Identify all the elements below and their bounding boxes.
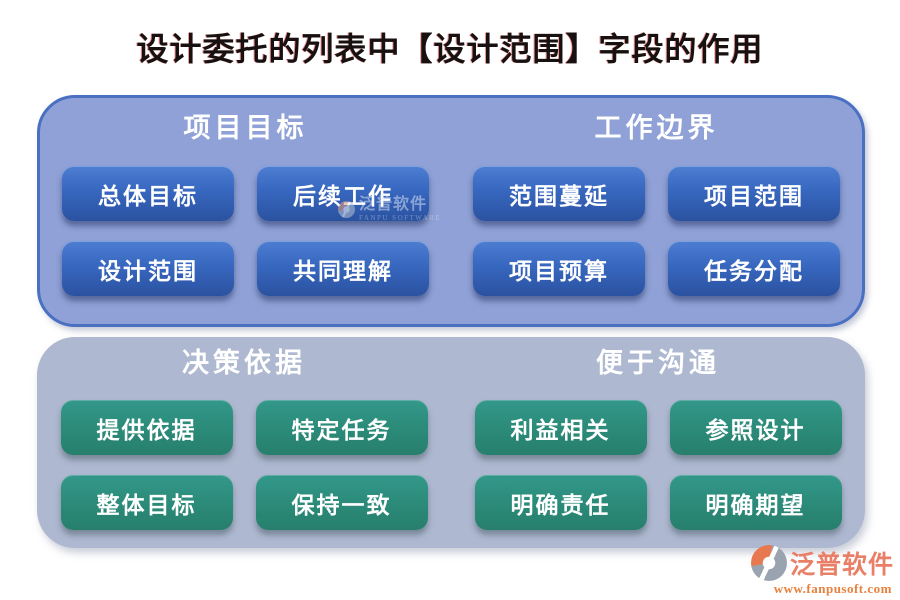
button-grid-project-goals: 总体目标 后续工作 设计范围 共同理解 [62,166,429,296]
chip-project-scope[interactable]: 项目范围 [668,166,840,221]
chip-task-allocation[interactable]: 任务分配 [668,241,840,296]
chip-overall-objective[interactable]: 整体目标 [60,475,233,530]
chip-stay-consistent[interactable]: 保持一致 [255,475,428,530]
section-header-project-goals: 项目目标 [183,113,308,143]
chip-stakeholders[interactable]: 利益相关 [474,400,647,455]
button-grid-decision-basis: 提供依据 特定任务 整体目标 保持一致 [60,400,428,530]
brand-url: www.fanpusoft.com [773,581,892,596]
chip-reference-design[interactable]: 参照设计 [669,400,842,455]
chip-scope-creep[interactable]: 范围蔓延 [473,166,645,221]
section-work-boundary: 工作边界 范围蔓延 项目范围 项目预算 任务分配 [451,98,862,324]
section-header-work-boundary: 工作边界 [594,113,719,143]
page-title: 设计委托的列表中【设计范围】字段的作用 [136,31,764,67]
footer-brand-logo: 泛普软件 www.fanpusoft.com [750,545,894,597]
chip-project-budget[interactable]: 项目预算 [473,241,645,296]
section-communication: 便于沟通 利益相关 参照设计 明确责任 明确期望 [451,337,865,548]
chip-clear-expectation[interactable]: 明确期望 [669,475,842,530]
chip-follow-up-work[interactable]: 后续工作 [257,166,429,221]
bottom-panel: 决策依据 提供依据 特定任务 整体目标 保持一致 便于沟通 利益相关 参照设计 … [37,337,865,548]
chip-provide-basis[interactable]: 提供依据 [60,400,233,455]
chip-clear-responsibility[interactable]: 明确责任 [474,475,647,530]
brand-name: 泛普软件 [789,552,894,579]
chip-overall-goal[interactable]: 总体目标 [62,166,234,221]
chip-specific-task[interactable]: 特定任务 [255,400,428,455]
section-project-goals: 项目目标 总体目标 后续工作 设计范围 共同理解 [40,98,451,324]
chip-common-understanding[interactable]: 共同理解 [257,241,429,296]
section-header-decision-basis: 决策依据 [182,348,306,378]
section-decision-basis: 决策依据 提供依据 特定任务 整体目标 保持一致 [37,337,451,548]
button-grid-communication: 利益相关 参照设计 明确责任 明确期望 [474,400,842,530]
section-header-communication: 便于沟通 [596,348,720,378]
chip-design-scope[interactable]: 设计范围 [62,241,234,296]
fanpu-logo-icon [750,545,787,581]
top-panel: 项目目标 总体目标 后续工作 设计范围 共同理解 工作边界 范围蔓延 项目范围 … [37,95,865,327]
button-grid-work-boundary: 范围蔓延 项目范围 项目预算 任务分配 [473,166,840,296]
